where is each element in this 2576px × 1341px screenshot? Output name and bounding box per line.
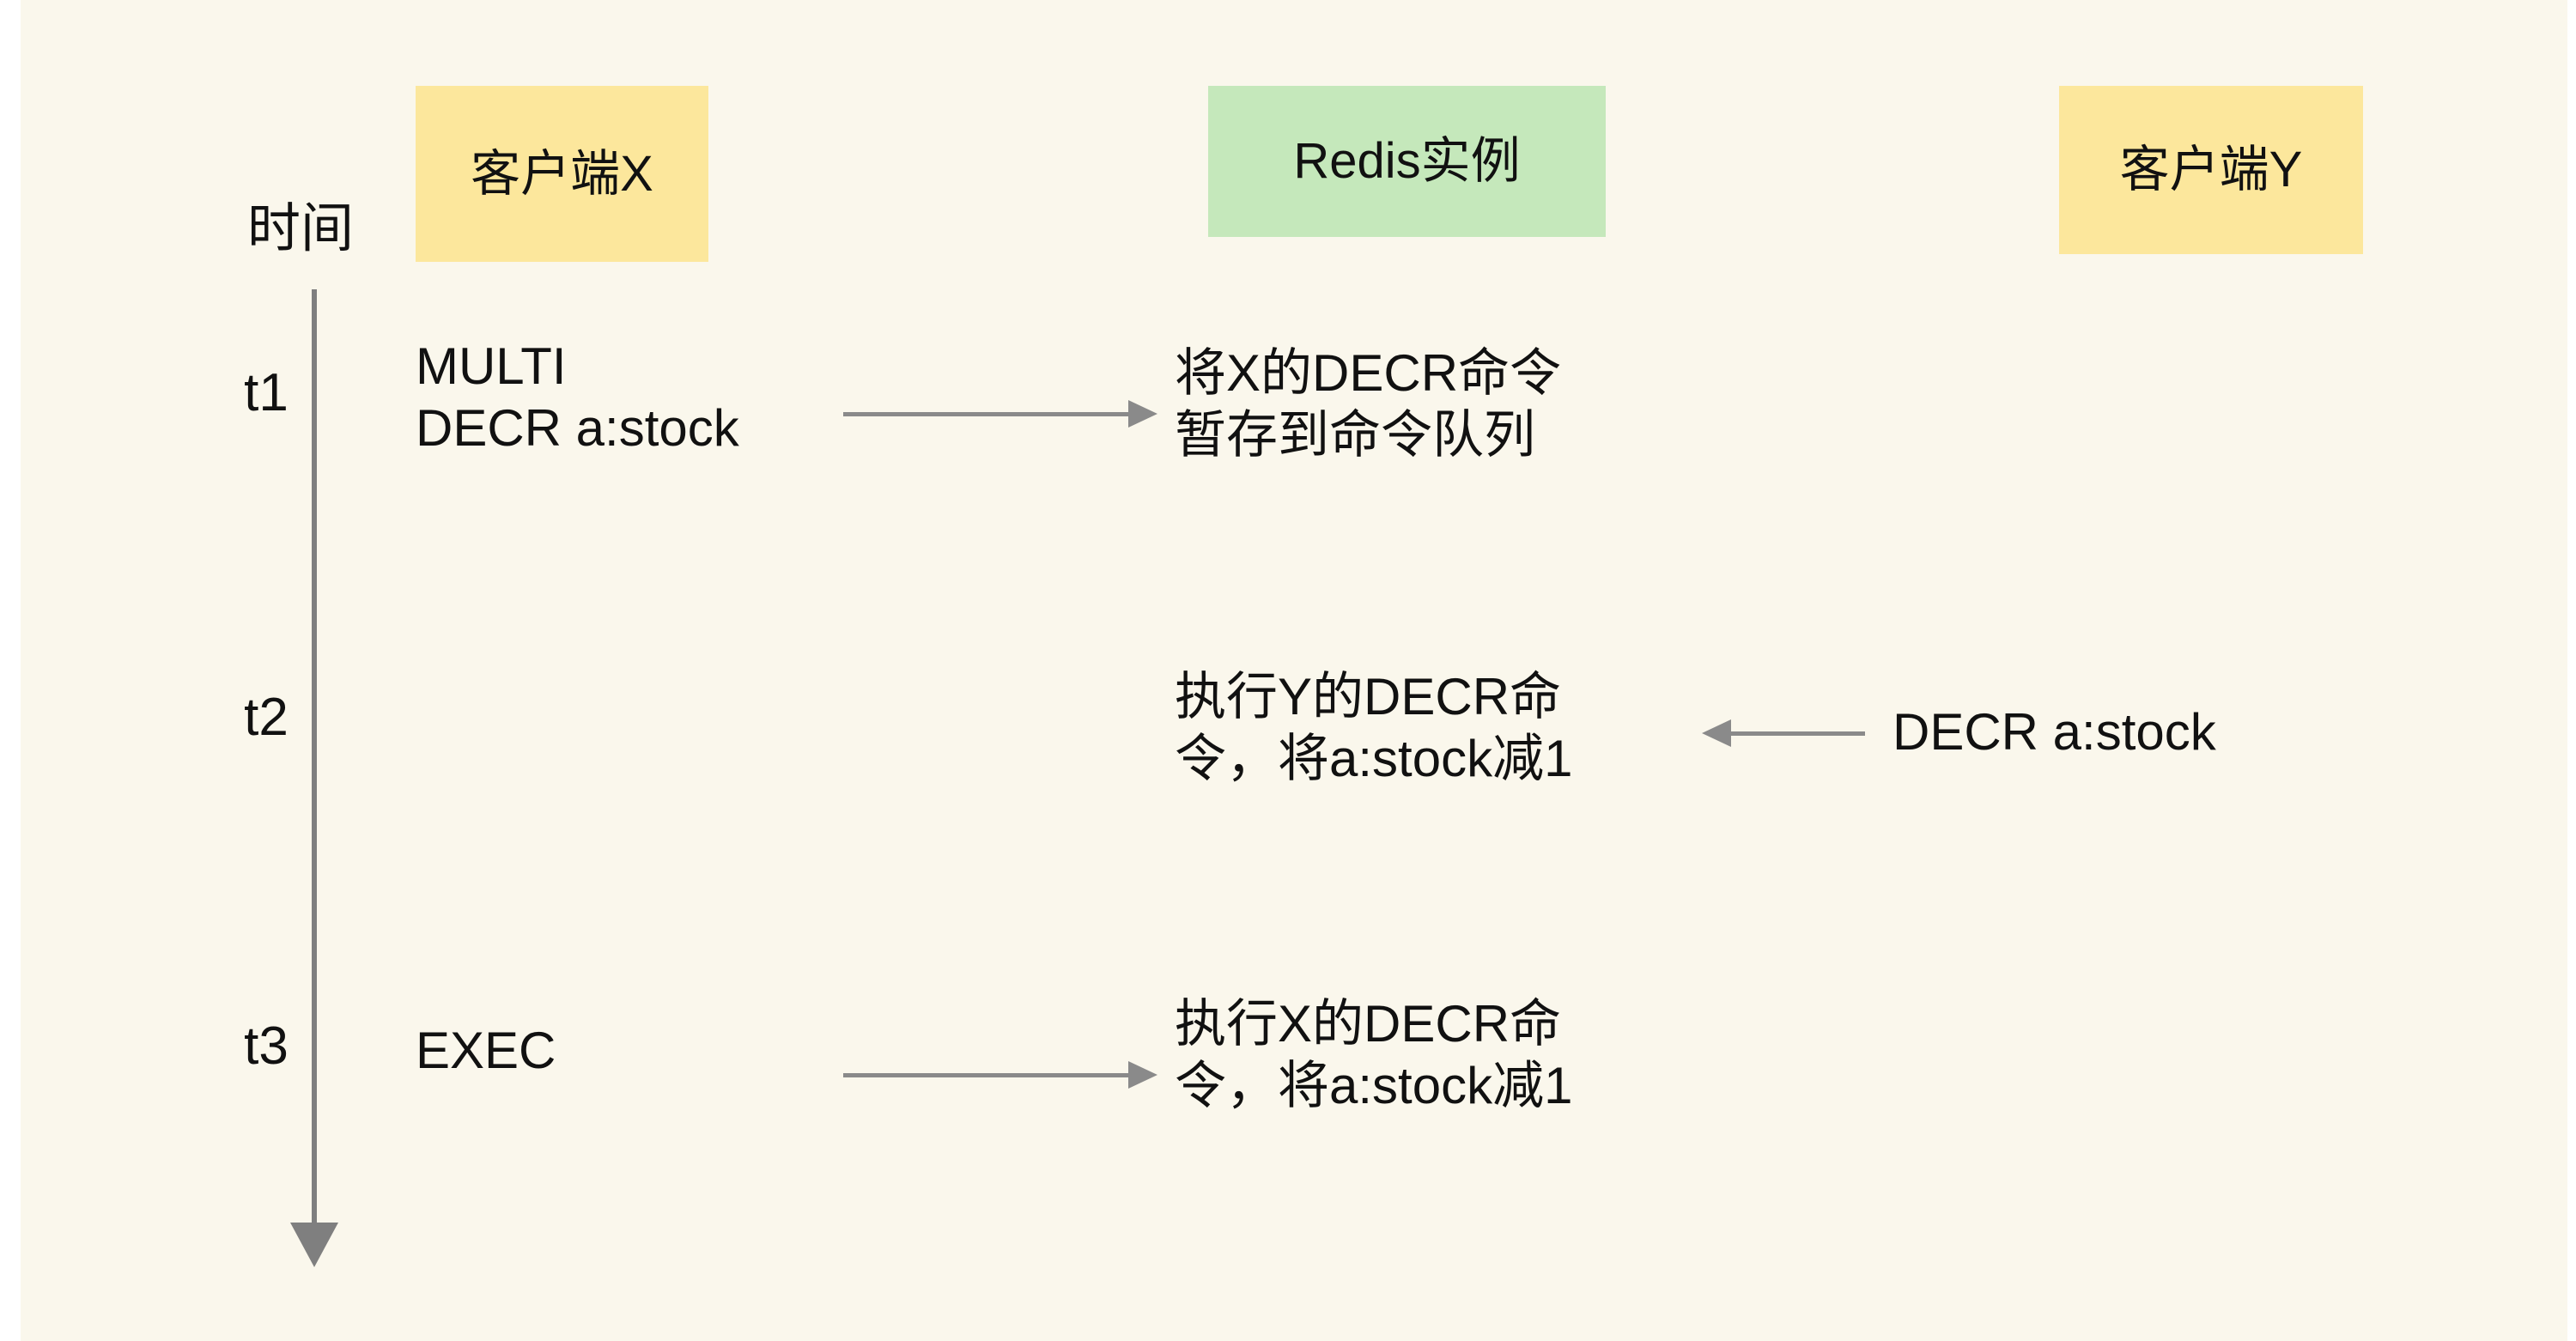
lane-header-client-x: 客户端X	[416, 86, 708, 262]
lane-header-redis-label: Redis实例	[1293, 133, 1521, 189]
arrow-shaft	[843, 412, 1128, 416]
lane-header-client-y-label: 客户端Y	[2119, 142, 2303, 197]
arrow-shaft	[843, 1073, 1128, 1077]
time-axis-label: 时间	[247, 199, 355, 258]
redis-action-t2: 执行Y的DECR命 令，将a:stock减1	[1175, 668, 1573, 787]
arrow-head-icon	[1128, 1061, 1157, 1089]
time-tick-t3: t3	[244, 1016, 289, 1076]
diagram-surface: 客户端X Redis实例 客户端Y 时间 t1 t2 t3 MULTI DECR…	[21, 0, 2567, 1341]
lane-header-client-y: 客户端Y	[2059, 86, 2363, 254]
time-tick-t1: t1	[244, 363, 289, 422]
arrow-shaft	[1731, 731, 1865, 736]
lane-header-client-x-label: 客户端X	[471, 145, 653, 202]
client-x-command-t1: MULTI DECR a:stock	[416, 337, 739, 457]
time-axis-arrowhead-icon	[290, 1223, 338, 1267]
lane-header-redis: Redis实例	[1208, 86, 1606, 237]
redis-action-t1: 将X的DECR命令 暂存到命令队列	[1175, 344, 1562, 464]
arrow-head-icon	[1702, 719, 1731, 747]
client-y-command-t2: DECR a:stock	[1893, 703, 2216, 761]
time-axis-line	[312, 289, 317, 1228]
redis-action-t3: 执行X的DECR命 令，将a:stock减1	[1175, 995, 1573, 1114]
time-tick-t2: t2	[244, 688, 289, 747]
client-x-command-t3: EXEC	[416, 1022, 556, 1079]
arrow-head-icon	[1128, 400, 1157, 428]
